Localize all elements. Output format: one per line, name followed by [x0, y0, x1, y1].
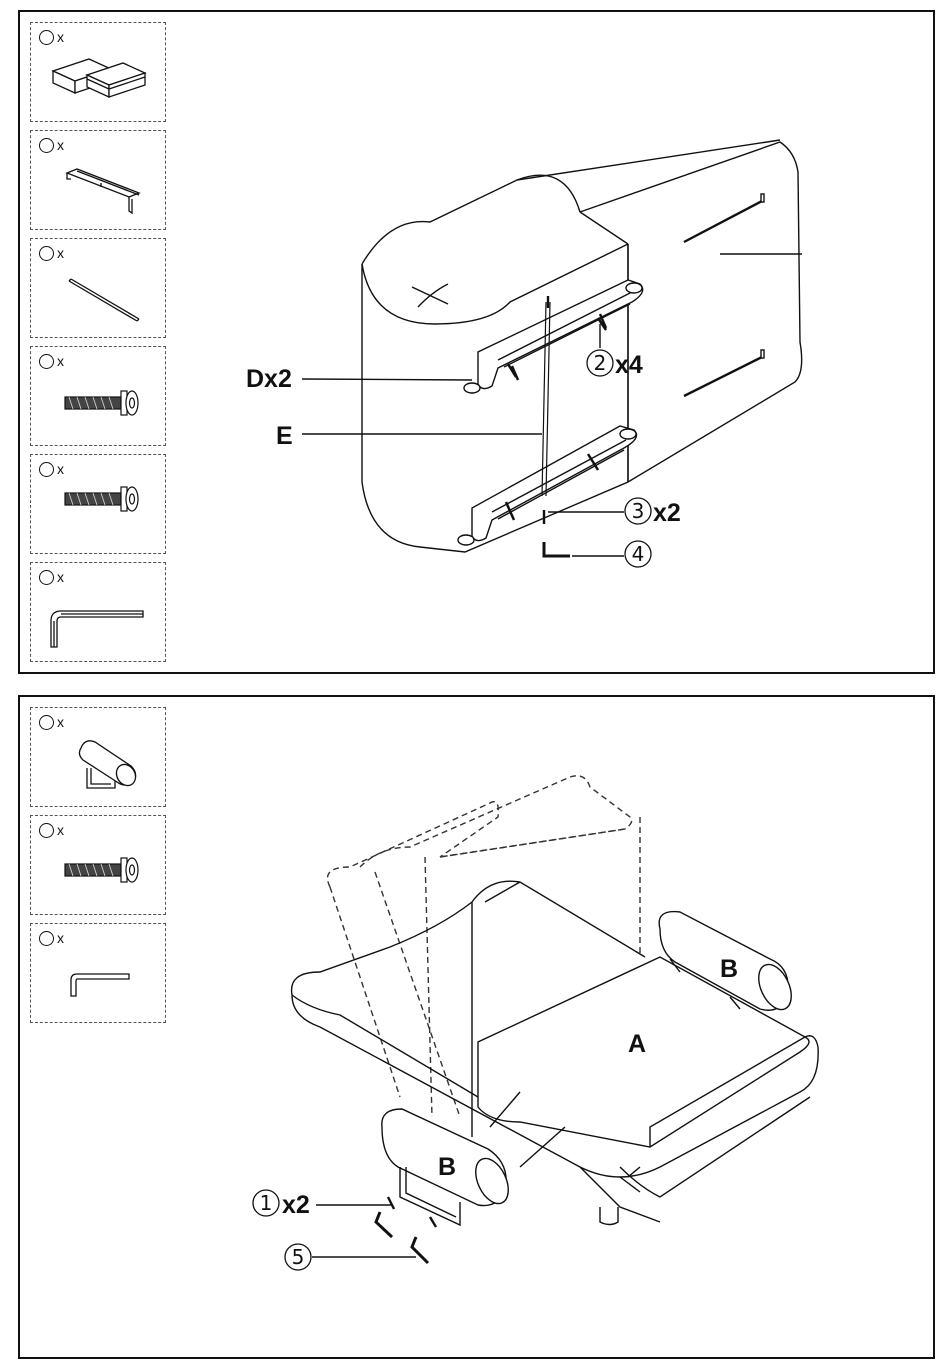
sofa-base-frame	[292, 902, 472, 995]
bracket-d-lower	[472, 426, 636, 541]
assembly-step-panel-2: x x x	[18, 695, 935, 1359]
allen-key-5a	[376, 1212, 392, 1237]
callout-4: 4	[625, 541, 651, 567]
svg-text:x4: x4	[615, 351, 643, 379]
label-b-back: B	[720, 955, 738, 983]
step-2-diagram: A B B 1 x2 5	[20, 697, 933, 1357]
callout-5: 5	[285, 1244, 311, 1270]
svg-text:x2: x2	[653, 499, 681, 527]
callout-1: 1 x2	[253, 1190, 310, 1219]
step-1-diagram: Dx2 E 2 x4 3 x2 4	[20, 12, 933, 672]
svg-text:5: 5	[292, 1245, 305, 1269]
allen-key-5b	[412, 1237, 428, 1263]
svg-text:3: 3	[632, 499, 645, 523]
label-e: E	[276, 422, 293, 450]
label-d: Dx2	[246, 365, 292, 393]
allen-key-4	[544, 542, 570, 556]
svg-text:1: 1	[260, 1191, 273, 1215]
label-a: A	[628, 1030, 646, 1058]
svg-text:x2: x2	[282, 1191, 310, 1219]
assembly-step-panel-1: x x	[18, 10, 935, 674]
svg-text:2: 2	[594, 351, 607, 375]
callout-3: 3 x2	[625, 498, 681, 527]
svg-text:4: 4	[632, 542, 645, 566]
label-b-front: B	[438, 1153, 456, 1181]
callout-2: 2 x4	[587, 350, 643, 379]
